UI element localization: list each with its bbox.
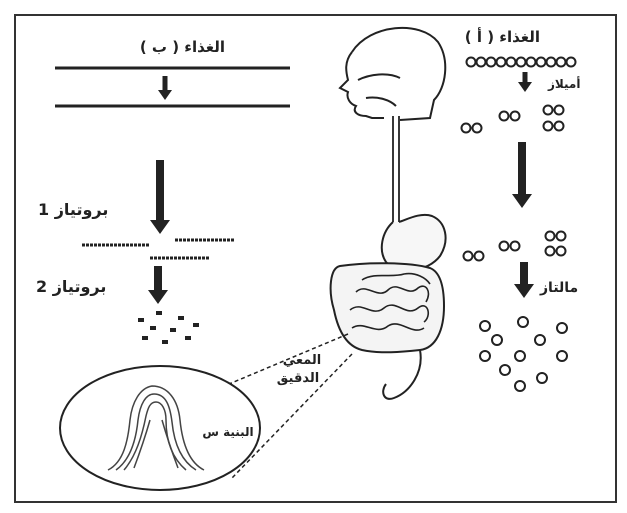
arrow-down-icon bbox=[150, 160, 170, 234]
arrow-down-icon bbox=[514, 262, 534, 298]
disaccharides-2 bbox=[464, 232, 566, 261]
protease-1-label: بروتياز 1 bbox=[38, 200, 108, 219]
arrow-down-icon bbox=[512, 142, 532, 208]
peptide-fragments bbox=[82, 240, 235, 258]
arrow-down-icon bbox=[518, 72, 532, 92]
glucose-monomers bbox=[480, 317, 567, 391]
arrow-down-icon bbox=[158, 76, 172, 100]
disaccharides-1 bbox=[462, 106, 564, 133]
small-intestine-label-line1: المعي bbox=[283, 353, 322, 368]
rectum bbox=[383, 350, 421, 399]
protease-2-label: بروتياز 2 bbox=[36, 277, 106, 296]
food-a-label: الغذاء ( أ ) bbox=[465, 27, 540, 46]
maltase-label: مالتاز bbox=[539, 280, 578, 296]
stomach bbox=[382, 215, 446, 271]
structure-s-label: البنية س bbox=[202, 425, 253, 439]
amino-acid-dots bbox=[138, 311, 199, 344]
arrow-down-icon bbox=[148, 266, 168, 304]
amylase-label: أميلاز bbox=[547, 76, 580, 91]
starch-chain bbox=[467, 58, 576, 67]
food-b-label: الغذاء ( ب ) bbox=[140, 38, 225, 56]
head-outline bbox=[340, 28, 445, 120]
small-intestine-label-line2: الدقيق bbox=[277, 371, 319, 386]
esophagus bbox=[393, 116, 399, 222]
